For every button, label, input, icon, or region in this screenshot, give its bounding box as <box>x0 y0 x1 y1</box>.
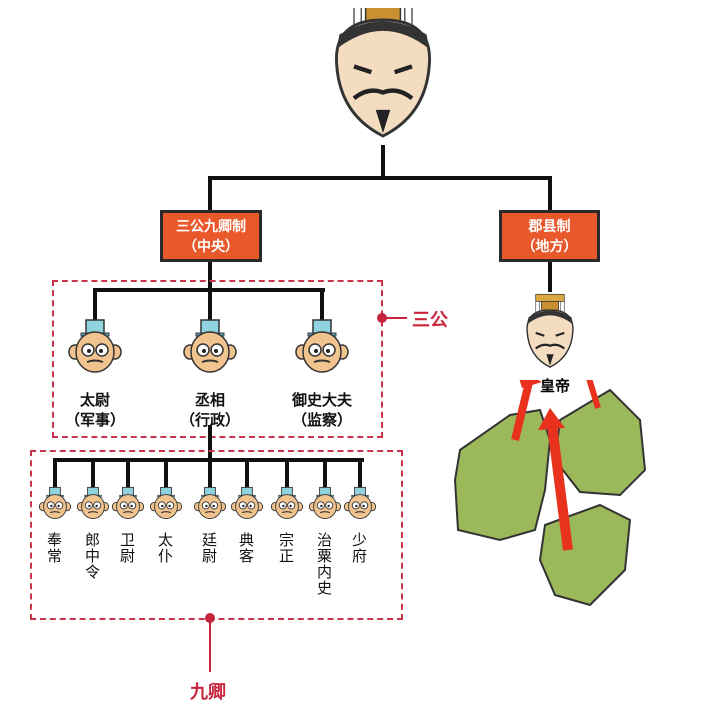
emperor-label: 皇帝 <box>540 377 571 395</box>
connector <box>320 288 324 324</box>
jiu-qing-official: 廷尉 <box>200 532 218 564</box>
connector <box>93 288 325 292</box>
central-system-box: 三公九卿制 （中央） <box>160 210 262 262</box>
jiu-qing-label: 九卿 <box>190 682 226 703</box>
connector <box>126 458 130 488</box>
emperor-local-portrait <box>525 293 575 369</box>
jiu-qing-official: 奉常 <box>45 532 63 564</box>
san-gong-label: 三公 <box>412 310 448 331</box>
connector <box>323 458 327 488</box>
local-system-sub: （地方） <box>521 239 578 255</box>
official-avatar <box>295 319 349 373</box>
connector <box>381 145 385 179</box>
jiu-qing-official: 典客 <box>237 532 255 564</box>
jiu-qing-official: 卫尉 <box>118 532 136 564</box>
official-avatar <box>149 486 183 520</box>
jiu-qing-official: 太仆 <box>156 532 174 564</box>
official-avatar <box>76 486 110 520</box>
official-role: （行政） <box>179 411 240 429</box>
local-system-box: 郡县制 （地方） <box>499 210 600 262</box>
connector <box>91 458 95 488</box>
official-avatar <box>230 486 264 520</box>
jiu-qing-group <box>30 450 403 620</box>
official-name: 太尉 <box>79 391 110 409</box>
official-avatar <box>193 486 227 520</box>
official-role: （监察） <box>291 411 352 429</box>
san-gong-group <box>52 280 383 438</box>
official-avatar <box>68 319 122 373</box>
connector <box>245 458 249 488</box>
jiu-qing-official: 宗正 <box>277 532 295 564</box>
official-avatar <box>111 486 145 520</box>
central-system-title: 三公九卿制 <box>176 219 246 235</box>
san-gong-official: 御史大夫 （监察） <box>277 390 367 430</box>
connector <box>208 458 212 488</box>
official-avatar <box>183 319 237 373</box>
official-avatar <box>38 486 72 520</box>
connector <box>164 458 168 488</box>
jiu-qing-pointer <box>205 613 215 623</box>
san-gong-official: 太尉 （军事） <box>50 390 140 430</box>
jiu-qing-pointer-line <box>209 620 211 672</box>
san-gong-pointer <box>377 313 387 323</box>
connector <box>548 262 552 292</box>
connector <box>208 176 212 212</box>
map-regions <box>453 380 647 607</box>
connector <box>548 176 552 212</box>
connector <box>93 288 97 324</box>
connector <box>208 176 552 180</box>
official-role: （军事） <box>64 411 125 429</box>
jiu-qing-official: 郎中令 <box>83 532 101 580</box>
connector <box>285 458 289 488</box>
central-system-sub: （中央） <box>183 239 239 255</box>
jiu-qing-official: 少府 <box>350 532 368 564</box>
official-avatar <box>270 486 304 520</box>
connector <box>53 458 57 488</box>
san-gong-pointer-line <box>385 317 407 319</box>
official-avatar <box>308 486 342 520</box>
official-name: 丞相 <box>194 391 225 409</box>
local-system-title: 郡县制 <box>528 219 571 235</box>
emperor-portrait <box>333 8 433 148</box>
official-avatar <box>343 486 377 520</box>
san-gong-official: 丞相 （行政） <box>165 390 255 430</box>
connector <box>358 458 362 488</box>
connector <box>208 262 212 324</box>
jiu-qing-official: 治粟内史 <box>315 532 333 596</box>
official-name: 御史大夫 <box>291 391 352 409</box>
